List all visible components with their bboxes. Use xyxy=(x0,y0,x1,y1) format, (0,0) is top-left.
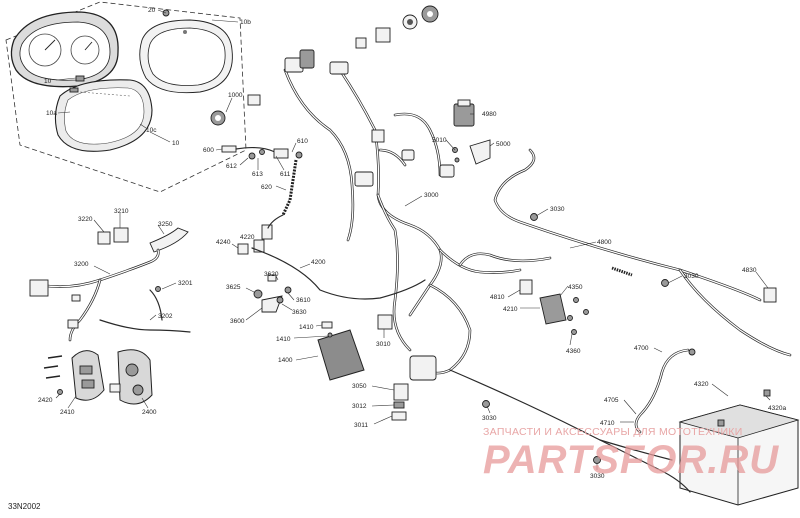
callout-4360: 4360 xyxy=(566,348,581,355)
fastener-3030c xyxy=(482,400,490,408)
cluster-lens-10c xyxy=(54,79,153,152)
callout-3220: 3220 xyxy=(78,216,93,223)
callout-4710: 4710 xyxy=(600,420,615,427)
harness-4200 xyxy=(251,247,426,300)
callout-4220: 4220 xyxy=(240,234,255,241)
steering-harness-3200 xyxy=(29,248,191,342)
callout-1400: 1400 xyxy=(278,357,293,364)
ignition-switch-parts xyxy=(355,5,439,49)
relay-4980 xyxy=(452,99,491,165)
callout-3250: 3250 xyxy=(158,221,173,228)
callout-3610: 3610 xyxy=(296,297,311,304)
callout-613: 613 xyxy=(252,171,263,178)
plug-4220 xyxy=(237,239,265,255)
diagram-code: 33N2002 xyxy=(8,502,41,511)
callout-1410-a: 1410 xyxy=(299,324,314,331)
callout-4705: 4705 xyxy=(604,397,619,404)
callout-4810: 4810 xyxy=(490,294,505,301)
watermark-logo: PARTSFOR.RU xyxy=(483,438,780,482)
control-module-1400 xyxy=(317,321,365,381)
callout-10b: 10b xyxy=(240,19,251,26)
callout-10-lower: 10 xyxy=(172,140,180,147)
callout-3012: 3012 xyxy=(352,403,367,410)
callout-2420: 2420 xyxy=(38,397,53,404)
battery-harness-4800 xyxy=(493,148,792,357)
callout-620: 620 xyxy=(261,184,272,191)
callout-600: 600 xyxy=(203,147,214,154)
battery-4320 xyxy=(678,389,800,506)
fuse-block-3050 xyxy=(391,355,437,421)
callout-20: 20 xyxy=(148,7,156,14)
main-harness-3000 xyxy=(283,49,552,375)
bracket-4350 xyxy=(519,279,589,335)
callout-2410: 2410 xyxy=(60,409,75,416)
callout-3010: 3010 xyxy=(376,341,391,348)
callout-10a: 10a xyxy=(46,110,57,117)
callout-3201: 3201 xyxy=(178,280,193,287)
callout-3011: 3011 xyxy=(354,422,368,429)
callout-10c: 10c xyxy=(146,127,157,134)
callout-3030-c: 3030 xyxy=(482,415,497,422)
callout-5000: 5000 xyxy=(496,141,511,148)
ignition-key-1000 xyxy=(210,94,261,126)
callout-611: 611 xyxy=(280,171,291,178)
callout-labels: 20 10b 10 10a 10c 10 1000 600 612 610 61… xyxy=(38,7,786,480)
callout-10: 10 xyxy=(44,78,52,85)
callout-3000: 3000 xyxy=(424,192,439,199)
lower-harness xyxy=(449,369,691,493)
fastener-3030a xyxy=(530,213,538,221)
callout-4320a: 4320a xyxy=(768,405,786,412)
callout-3030-b: 3030 xyxy=(684,273,699,280)
callout-3030-a: 3030 xyxy=(550,206,565,213)
switch-housing-2410 xyxy=(43,350,105,401)
cluster-bezel-10b xyxy=(139,19,233,94)
fastener-3030b xyxy=(661,279,669,287)
callout-4830: 4830 xyxy=(742,267,757,274)
callout-2400: 2400 xyxy=(142,409,157,416)
callout-3202: 3202 xyxy=(158,313,173,320)
callout-3620: 3620 xyxy=(264,271,279,278)
callout-4700: 4700 xyxy=(634,345,649,352)
callout-3200: 3200 xyxy=(74,261,89,268)
callout-3625: 3625 xyxy=(226,284,241,291)
cluster-inset xyxy=(5,1,247,193)
callout-3210: 3210 xyxy=(114,208,129,215)
callout-1410-b: 1410 xyxy=(276,336,291,343)
socket-assembly-600 xyxy=(221,145,303,240)
callout-3030-d: 3030 xyxy=(590,473,605,480)
callout-610: 610 xyxy=(297,138,308,145)
cluster-gauge xyxy=(10,11,119,88)
callout-612: 612 xyxy=(226,163,237,170)
watermark-caption: ЗАПЧАСТИ И АКСЕССУАРЫ ДЛЯ МОТОТЕХНИКИ xyxy=(483,426,743,438)
callout-5010: 5010 xyxy=(432,137,447,144)
sensor-3600 xyxy=(253,274,292,313)
callout-1000: 1000 xyxy=(228,92,243,99)
callout-3630: 3630 xyxy=(292,309,307,316)
connector-3010 xyxy=(377,314,393,330)
callout-4350: 4350 xyxy=(568,284,583,291)
connector-4830 xyxy=(763,287,777,303)
callout-4210: 4210 xyxy=(503,306,518,313)
callout-4980: 4980 xyxy=(482,111,497,118)
callout-3050: 3050 xyxy=(352,383,367,390)
callout-4320: 4320 xyxy=(694,381,709,388)
callout-3600: 3600 xyxy=(230,318,245,325)
connectors-3210-3220 xyxy=(97,227,189,253)
lower-harness-branch xyxy=(599,439,673,461)
callout-4200: 4200 xyxy=(311,259,326,266)
switch-housing-2400 xyxy=(109,349,153,405)
battery-cable-4700 xyxy=(634,348,696,434)
leader-lines xyxy=(55,9,771,470)
callout-4800: 4800 xyxy=(597,239,612,246)
callout-4240: 4240 xyxy=(216,239,231,246)
